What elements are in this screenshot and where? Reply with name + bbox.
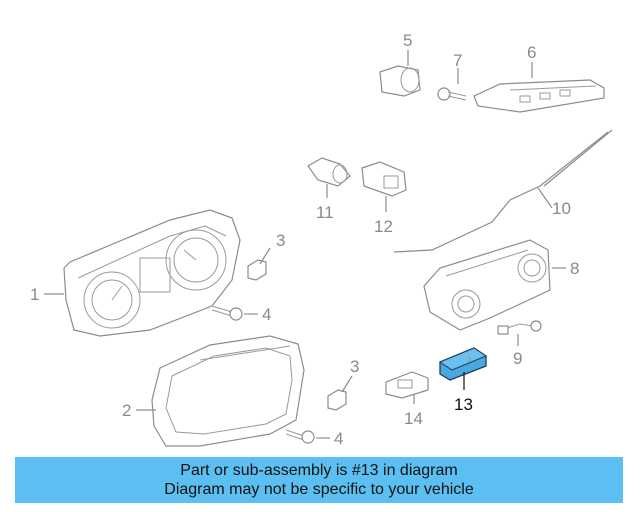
callout-11: 11 [316,203,334,222]
part-14-switch[interactable] [385,371,429,399]
part-8-climate-control-panel[interactable] [423,239,551,331]
callout-4-lower: 4 [334,429,343,448]
callout-1: 1 [30,285,39,304]
part-1-instrument-cluster[interactable] [63,209,241,337]
part-12-switch-connector[interactable] [361,161,407,197]
part-13-module-highlighted[interactable] [438,347,488,381]
callout-2: 2 [122,401,131,420]
part-4-screw-upper[interactable] [211,305,243,321]
callout-6: 6 [527,43,536,62]
part-5-switch[interactable] [379,65,421,97]
part-6-switch-panel[interactable] [473,79,605,113]
part-11-bulb-socket[interactable] [307,157,351,187]
part-10-cable[interactable] [393,129,613,253]
callout-12: 12 [374,217,393,236]
part-4-screw-lower[interactable] [285,429,315,444]
part-3-bracket-lower[interactable] [327,389,347,411]
callout-9: 9 [513,349,522,368]
part-3-bracket-upper[interactable] [247,259,267,281]
banner-line-2: Diagram may not be specific to your vehi… [164,481,474,498]
callout-14: 14 [404,409,423,428]
part-7-screw[interactable] [437,87,467,101]
callout-8: 8 [570,259,579,278]
part-2-cluster-lens[interactable] [151,335,305,447]
leader-lines [44,50,566,439]
callout-4-upper: 4 [262,305,271,324]
callout-numbers: 1 2 3 3 4 4 5 6 7 8 9 10 11 12 13 14 [30,31,579,448]
callout-3-lower: 3 [350,357,359,376]
part-9-sensor[interactable] [497,320,542,335]
callout-5: 5 [403,31,412,50]
callout-13: 13 [454,395,473,414]
info-banner: Part or sub-assembly is #13 in diagram D… [15,457,623,503]
banner-line-1: Part or sub-assembly is #13 in diagram [180,462,458,479]
callout-3-upper: 3 [276,231,285,250]
callout-7: 7 [453,51,462,70]
callout-10: 10 [552,199,571,218]
